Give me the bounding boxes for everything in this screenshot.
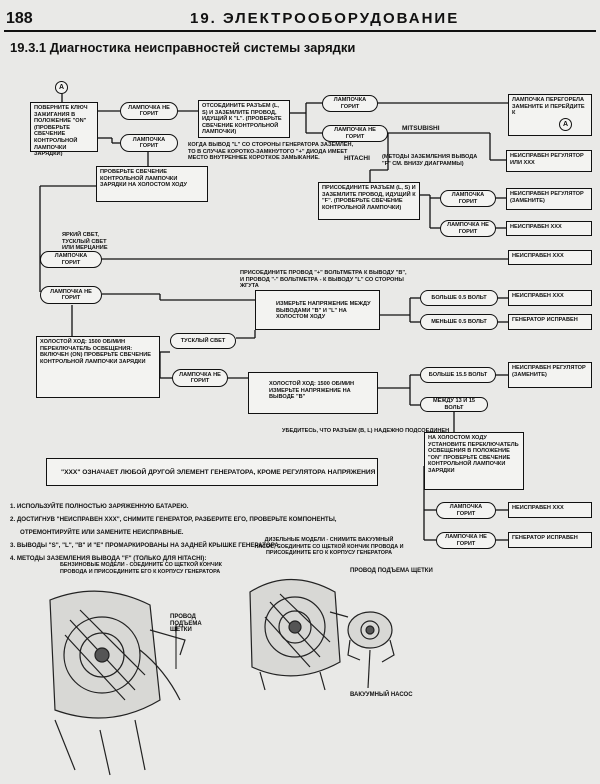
brush-wire-right-label: ПРОВОД ПОДЪЕМА ЩЕТКИ [350, 568, 433, 574]
lamp-burnt-box: ЛАМПОЧКА ПЕРЕГОРЕЛА ЗАМЕНИТЕ И ПЕРЕЙДИТЕ… [508, 94, 592, 136]
regulator-fault-3: НЕИСПРАВЕН РЕГУЛЯТОР (ЗАМЕНИТЕ) [508, 362, 592, 388]
vacuum-pump-figure [347, 611, 395, 689]
shorted-note: КОГДА ВЫВОД "L" СО СТОРОНЫ ГЕНЕРАТОРА ЗА… [188, 142, 354, 162]
section-title: 19.3.1 Диагностика неисправностей систем… [10, 40, 356, 55]
dim-light: ТУСКЛЫЙ СВЕТ [170, 333, 236, 349]
connect-box: ПРИСОЕДИНИТЕ РАЗЪЕМ (L, S) И ЗАЗЕМЛИТЕ П… [318, 182, 420, 220]
bright-light-label: ЯРКИЙ СВЕТ, ТУСКЛЫЙ СВЕТ ИЛИ МЕРЦАНИЕ [62, 232, 108, 252]
petrol-alternator-figure [49, 590, 186, 776]
lamp-off-3: ЛАМПОЧКА НЕ ГОРИТ [440, 220, 496, 237]
notes-list: 1. ИСПОЛЬЗУЙТЕ ПОЛНОСТЬЮ ЗАРЯЖЕННУЮ БАТА… [10, 500, 336, 565]
marker-a-right: A [559, 118, 572, 131]
check-idle-box: ПРОВЕРЬТЕ СВЕЧЕНИЕ КОНТРОЛЬНОЙ ЛАМПОЧКИ … [96, 166, 208, 202]
xxx-fault-2: НЕИСПРАВЕН XXX [508, 250, 592, 265]
lamp-off-1: ЛАМПОЧКА НЕ ГОРИТ [120, 102, 178, 120]
note-2: 2. ДОСТИГНУВ "НЕИСПРАВЕН XXX", СНИМИТЕ Г… [10, 516, 337, 523]
note-4: 4. МЕТОДЫ ЗАЗЕМЛЕНИЯ ВЫВОДА "F" (ТОЛЬКО … [10, 555, 207, 562]
vacuum-pump-label: ВАКУУМНЫЙ НАСОС [350, 692, 413, 698]
diesel-caption: ДИЗЕЛЬНЫЕ МОДЕЛИ - СНИМИТЕ ВАКУУМНЫЙ НАС… [254, 537, 404, 557]
less-05-volt: МЕНЬШЕ 0.5 ВОЛЬТ [420, 314, 498, 330]
regulator-fault-2: НЕИСПРАВЕН РЕГУЛЯТОР (ЗАМЕНИТЕ) [506, 188, 592, 210]
lamp-on-3: ЛАМПОЧКА ГОРИТ [440, 190, 496, 207]
marker-a-top: A [55, 81, 68, 94]
brush-wire-left-label: ПРОВОД ПОДЪЕМА ЩЕТКИ [170, 614, 202, 634]
xxx-fault-4: НЕИСПРАВЕН XXX [508, 502, 592, 518]
lamp-on-1: ЛАМПОЧКА ГОРИТ [120, 134, 178, 152]
note-2-cont: ОТРЕМОНТИРУЙТЕ ИЛИ ЗАМЕНИТЕ НЕИСПРАВНЫЕ. [20, 529, 184, 536]
xxx-fault-3: НЕИСПРАВЕН XXX [508, 290, 592, 306]
lamp-on-5: ЛАМПОЧКА ГОРИТ [436, 502, 496, 519]
diesel-alternator-figure [249, 578, 349, 691]
regulator-fault-1: НЕИСПРАВЕН РЕГУЛЯТОР ИЛИ XXX [506, 150, 592, 172]
between-13-15-volt: МЕЖДУ 13 И 15 ВОЛЬТ [420, 397, 488, 412]
lamp-off-4: ЛАМПОЧКА НЕ ГОРИТ [40, 286, 102, 304]
brush-wire-pointer [175, 624, 177, 669]
more-155-volt: БОЛЬШЕ 15.5 ВОЛЬТ [420, 367, 496, 383]
hitachi-note: (МЕТОДЫ ЗАЗЕМЛЕНИЯ ВЫВОДА "F" СМ. ВНИЗУ … [382, 154, 478, 167]
idle-box: ХОЛОСТОЙ ХОД: 1500 ОБ/МИН ПЕРЕКЛЮЧАТЕЛЬ … [36, 336, 160, 398]
petrol-caption: БЕНЗИНОВЫЕ МОДЕЛИ - СОЕДИНИТЕ СО ЩЕТКОЙ … [60, 562, 222, 575]
start-box: ПОВЕРНИТЕ КЛЮЧ ЗАЖИГАНИЯ В ПОЛОЖЕНИЕ "ON… [30, 102, 98, 157]
measure-b-box: ХОЛОСТОЙ ХОД: 1500 ОБ/МИН ИЗМЕРЬТЕ НАПРЯ… [248, 372, 378, 414]
mitsubishi-label: MITSUBISHI [402, 125, 440, 132]
lamp-on-4: ЛАМПОЧКА ГОРИТ [40, 251, 102, 268]
xxx-definition: "XXX" ОЗНАЧАЕТ ЛЮБОЙ ДРУГОЙ ЭЛЕМЕНТ ГЕНЕ… [46, 458, 378, 486]
xxx-fault-1: НЕИСПРАВЕН XXX [506, 221, 592, 236]
lamp-on-2: ЛАМПОЧКА ГОРИТ [322, 95, 378, 112]
page-number: 188 [6, 10, 33, 27]
note-3: 3. ВЫВОДЫ "S", "L", "B" И "E" ПРОМАРКИРО… [10, 542, 281, 549]
note-1: 1. ИСПОЛЬЗУЙТЕ ПОЛНОСТЬЮ ЗАРЯЖЕННУЮ БАТА… [10, 503, 189, 510]
gen-ok-1: ГЕНЕРАТОР ИСПРАВЕН [508, 314, 592, 330]
connector-note: УБЕДИТЕСЬ, ЧТО РАЗЪЕМ (B, L) НАДЕЖНО ПОД… [282, 428, 450, 434]
header-rule [4, 30, 596, 32]
more-05-volt: БОЛЬШЕ 0.5 ВОЛЬТ [420, 290, 498, 306]
disconnect-box: ОТСОЕДИНИТЕ РАЗЪЕМ (L, S) И ЗАЗЕМЛИТЕ ПР… [198, 100, 290, 138]
measure-bl-box: ИЗМЕРЬТЕ НАПРЯЖЕНИЕ МЕЖДУ ВЫВОДАМИ "B" И… [255, 290, 380, 330]
lamp-off-6: ЛАМПОЧКА НЕ ГОРИТ [436, 532, 496, 549]
hitachi-label: HITACHI [344, 155, 370, 162]
lamp-off-5: ЛАМПОЧКА НЕ ГОРИТ [172, 369, 228, 387]
chapter-title: 19. ЭЛЕКТРООБОРУДОВАНИЕ [190, 10, 460, 27]
lamp-off-2: ЛАМПОЧКА НЕ ГОРИТ [322, 125, 388, 142]
headlight-box: НА ХОЛОСТОМ ХОДУ УСТАНОВИТЕ ПЕРЕКЛЮЧАТЕЛ… [424, 432, 524, 490]
voltmeter-note: ПРИСОЕДИНИТЕ ПРОВОД "+" ВОЛЬТМЕТРА К ВЫВ… [240, 270, 407, 290]
gen-ok-2: ГЕНЕРАТОР ИСПРАВЕН [508, 532, 592, 548]
lamp-burnt-text: ЛАМПОЧКА ПЕРЕГОРЕЛА ЗАМЕНИТЕ И ПЕРЕЙДИТЕ… [512, 97, 585, 117]
